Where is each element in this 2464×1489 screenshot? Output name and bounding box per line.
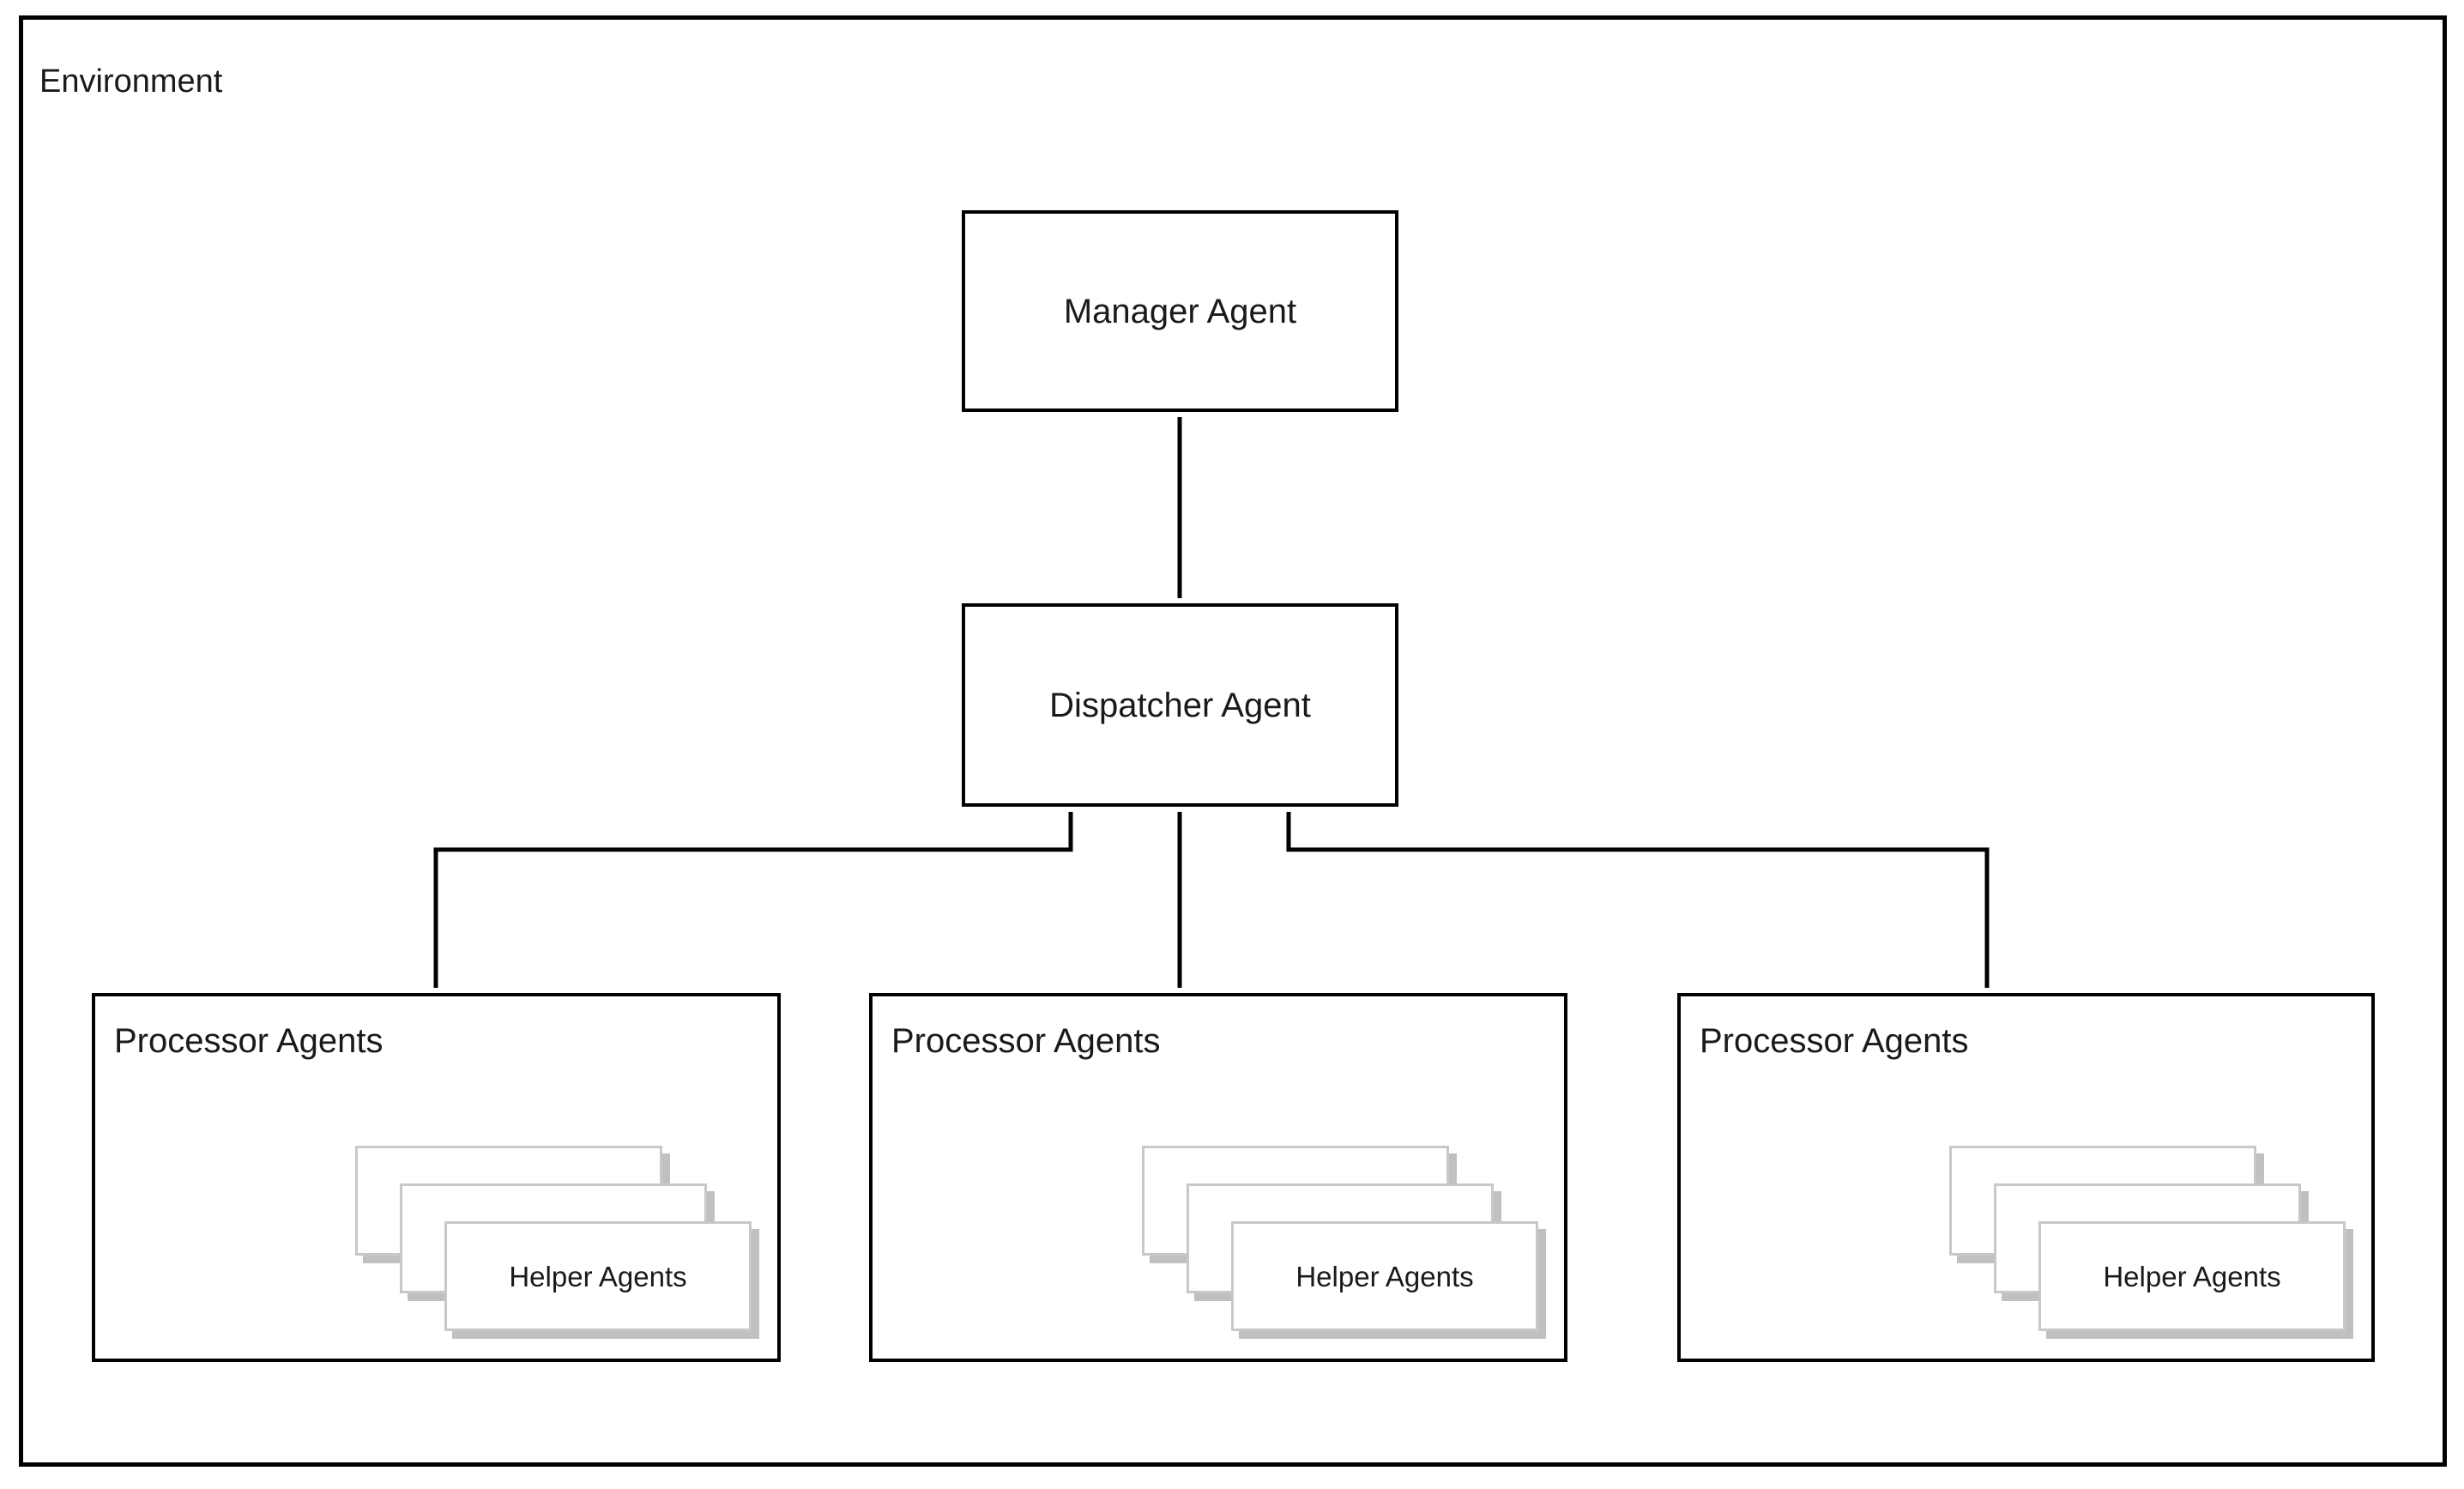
helper-agents-label: Helper Agents [509,1260,687,1292]
helper-agents-stack: Helper Agents [1142,1146,1545,1343]
processor-agents-label: Processor Agents [891,1022,1161,1060]
processor-agents-group-1: Processor Agents Helper Agents [92,993,781,1362]
manager-agent-node: Manager Agent [962,210,1398,412]
processor-agents-group-3: Processor Agents Helper Agents [1677,993,2375,1362]
processor-agents-label: Processor Agents [1700,1022,1969,1060]
manager-agent-label: Manager Agent [1063,292,1297,330]
dispatcher-agent-label: Dispatcher Agent [1049,686,1311,724]
processor-agents-label: Processor Agents [114,1022,383,1060]
helper-agents-stack: Helper Agents [1949,1146,2352,1343]
helper-agents-stack: Helper Agents [355,1146,758,1343]
helper-agent-card-front: Helper Agents [1231,1221,1538,1331]
dispatcher-agent-node: Dispatcher Agent [962,603,1398,807]
helper-agents-label: Helper Agents [1295,1260,1474,1292]
environment-label: Environment [39,64,223,100]
helper-agents-label: Helper Agents [2103,1260,2281,1292]
processor-agents-group-2: Processor Agents Helper Agents [869,993,1567,1362]
helper-agent-card-front: Helper Agents [2038,1221,2346,1331]
helper-agent-card-front: Helper Agents [444,1221,752,1331]
